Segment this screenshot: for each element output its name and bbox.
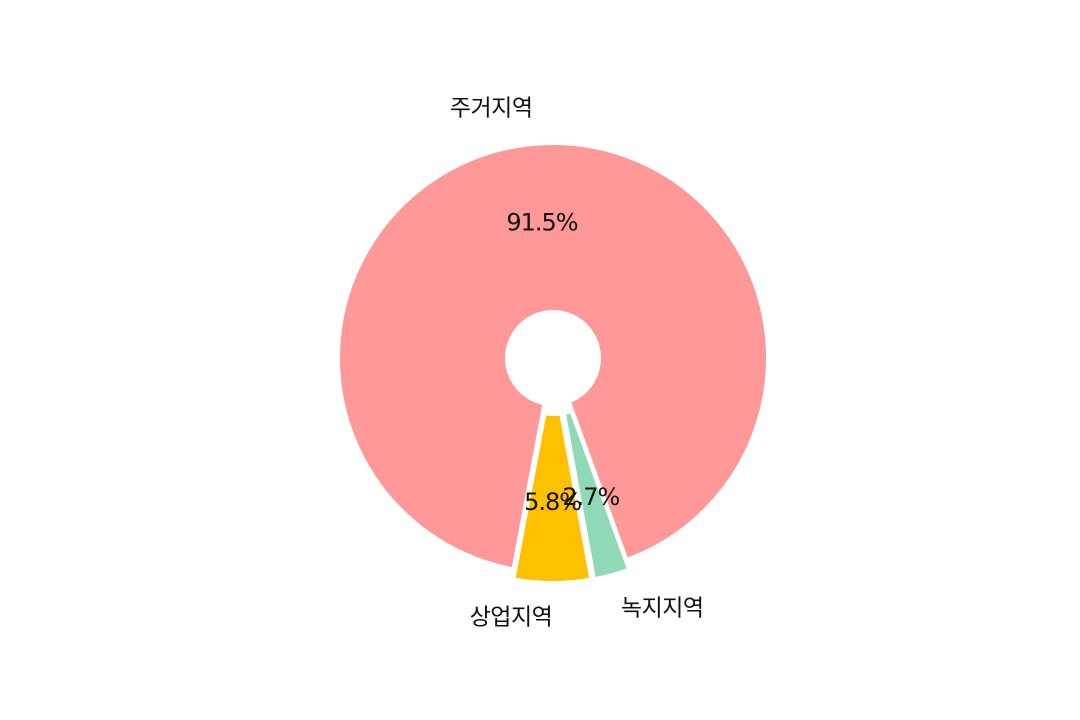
slice-category-label: 상업지역 xyxy=(470,604,553,630)
pie-slice xyxy=(511,411,594,585)
chart-labels: 91.5% 주거지역 5.8% 상업지역 2.7% 녹지지역 xyxy=(450,95,704,630)
slice-category-label: 주거지역 xyxy=(450,95,533,121)
slice-percent-label: 5.8% xyxy=(524,488,581,516)
pie-slice xyxy=(561,408,632,582)
chart-slices xyxy=(336,141,770,585)
slice-percent-label: 2.7% xyxy=(562,483,619,511)
pie-slice xyxy=(336,141,770,572)
slice-percent-label: 91.5% xyxy=(506,208,577,236)
slice-category-label: 녹지지역 xyxy=(621,595,704,621)
